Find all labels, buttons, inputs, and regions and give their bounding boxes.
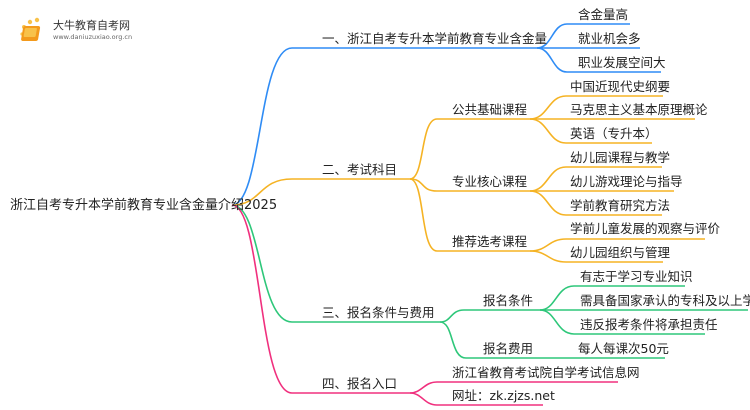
leaf: 职业发展空间大	[578, 55, 666, 70]
group-label: 公共基础课程	[452, 102, 528, 117]
branch-4-label: 四、报名入口	[322, 376, 398, 391]
leaf: 有志于学习专业知识	[580, 269, 693, 284]
group-label: 专业核心课程	[452, 174, 528, 189]
leaf: 违反报考条件将承担责任	[580, 317, 718, 332]
connector	[409, 392, 543, 406]
connector	[409, 118, 530, 180]
branch-1-label: 一、浙江自考专升本学前教育专业含金量	[322, 31, 548, 46]
leaf: 学前教育研究方法	[570, 198, 671, 213]
group-label: 报名费用	[483, 341, 534, 356]
connector	[536, 23, 630, 49]
leaf: 中国近现代史纲要	[570, 79, 671, 94]
connector	[529, 166, 662, 192]
leaf: 学前儿童发展的观察与评价	[570, 221, 721, 236]
root-node: 浙江自考专升本学前教育专业含金量介绍2025	[10, 198, 278, 213]
leaf: 含金量高	[578, 7, 629, 22]
leaf: 幼儿园课程与教学	[570, 150, 671, 165]
connector	[439, 321, 665, 359]
connector	[439, 309, 540, 323]
connector	[231, 204, 440, 323]
connector	[536, 47, 661, 73]
connector	[529, 250, 663, 263]
connector	[539, 285, 685, 311]
connector	[529, 118, 652, 144]
connector	[529, 95, 663, 120]
connector	[539, 309, 705, 335]
connector	[409, 381, 618, 394]
branch-3-label: 三、报名条件与费用	[322, 305, 435, 320]
website-link[interactable]: 网址：zk.zjzs.net	[452, 388, 555, 403]
group-label: 报名条件	[483, 293, 534, 308]
group-label: 推荐选考课程	[452, 234, 528, 249]
leaf: 需具备国家承认的专科及以上学历	[580, 293, 750, 308]
leaf: 每人每课次50元	[578, 341, 669, 356]
logo-title: 大牛教育自考网	[53, 19, 130, 32]
leaf: 就业机会多	[578, 31, 641, 46]
connector	[231, 178, 410, 206]
connector	[529, 190, 662, 216]
connector	[409, 178, 530, 252]
branch-2-label: 二、考试科目	[322, 162, 398, 177]
connector	[231, 204, 410, 394]
leaf: 浙江省教育考试院自学考试信息网	[452, 365, 640, 380]
leaf: 幼儿园组织与管理	[570, 245, 671, 260]
book-logo-icon	[20, 17, 41, 41]
leaf: 幼儿游戏理论与指导	[570, 174, 683, 189]
logo-url: www.daniuzuxiao.org.cn	[53, 33, 133, 41]
leaf: 英语（专升本）	[570, 126, 658, 141]
connector	[409, 178, 530, 192]
connector	[231, 47, 537, 206]
leaf: 马克思主义基本原理概论	[570, 102, 708, 117]
